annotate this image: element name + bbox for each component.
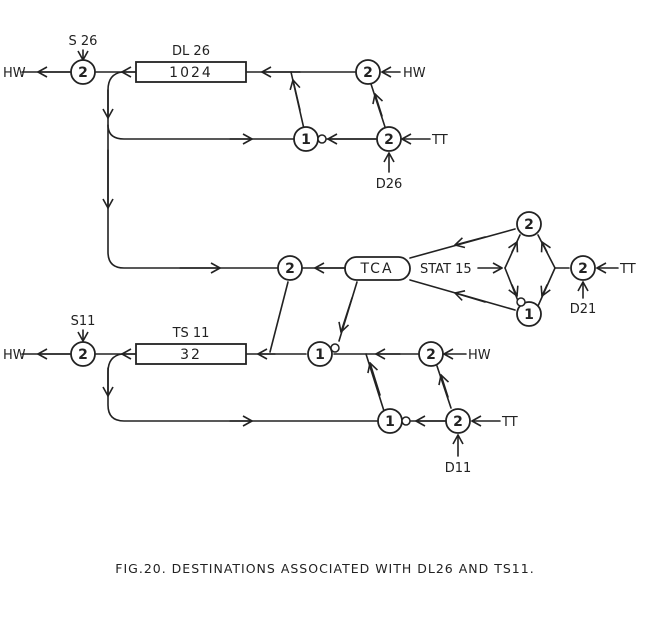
- node-dl-gate: 1: [293, 126, 327, 152]
- svg-text:2: 2: [524, 217, 534, 233]
- svg-text:1: 1: [301, 132, 311, 148]
- arrow-diamond-tl: [508, 241, 519, 253]
- ts11-store-value: 32: [180, 347, 202, 363]
- inverter-icon: [401, 416, 411, 426]
- svg-text:2: 2: [363, 65, 373, 81]
- label-hw-dl-left: HW: [3, 66, 26, 81]
- dl26-store-value: 1024: [169, 65, 213, 81]
- node-dl-hw: 2: [355, 59, 381, 85]
- label-s26: S 26: [69, 34, 98, 49]
- label-d11: D11: [445, 461, 472, 476]
- svg-text:2: 2: [285, 261, 295, 277]
- tca-section: [269, 228, 619, 353]
- label-hw-ts-right: HW: [468, 348, 491, 363]
- arrow-diamond-br: [540, 284, 551, 297]
- dl26-section: [21, 49, 431, 274]
- arrow-ts-gate-up: [367, 362, 381, 396]
- arrow-diamond-bl: [508, 284, 519, 297]
- label-hw-ts-left: HW: [3, 348, 26, 363]
- ts11-section: [21, 329, 501, 457]
- arrow-diamond-tr: [540, 241, 551, 253]
- node-ts-gate: 1: [377, 408, 411, 434]
- node-ts-tt: 2: [445, 408, 471, 434]
- label-d26: D26: [376, 177, 403, 192]
- node-stat-top: 2: [516, 211, 542, 237]
- svg-text:1: 1: [524, 307, 534, 323]
- arrow-tca-gate-down: [338, 297, 353, 333]
- dl26-store-title: DL 26: [172, 44, 210, 59]
- svg-text:2: 2: [78, 65, 88, 81]
- label-hw-dl-right: HW: [403, 66, 426, 81]
- edge-tca-node-down: [269, 281, 289, 353]
- svg-text:2: 2: [78, 347, 88, 363]
- node-dl-tt: 2: [376, 126, 402, 152]
- node-stat-gate: 1: [516, 297, 542, 327]
- edge-ts-loop: [107, 353, 381, 422]
- node-tca-out: 2: [277, 255, 303, 281]
- node-ts-out: 2: [70, 341, 96, 367]
- arrow-stat-top-tca: [454, 236, 486, 249]
- node-ts-hw: 2: [418, 341, 444, 367]
- figure-caption: FIG.20. DESTINATIONS ASSOCIATED WITH DL2…: [115, 561, 534, 576]
- arrow-dl-gate-up: [289, 79, 301, 111]
- svg-text:2: 2: [426, 347, 436, 363]
- ts11-store-box: [135, 343, 247, 365]
- svg-text:2: 2: [453, 414, 463, 430]
- label-tt-stat: TT: [619, 262, 636, 277]
- arrow-stat-gate-tca: [454, 290, 486, 303]
- label-tt-ts: TT: [501, 415, 518, 430]
- dl26-store-box: [135, 61, 247, 83]
- inverter-icon: [317, 134, 327, 144]
- label-stat15: STAT 15: [420, 262, 472, 277]
- label-d21: D21: [570, 302, 597, 317]
- label-tt-dl: TT: [431, 133, 448, 148]
- svg-text:1: 1: [385, 414, 395, 430]
- arrow-ts-tt-hw: [438, 374, 450, 398]
- node-stat-tt: 2: [570, 255, 596, 281]
- tca-box: [344, 256, 411, 281]
- edge-dl-gate-return: [107, 124, 301, 140]
- svg-text:2: 2: [384, 132, 394, 148]
- label-s11: S11: [71, 314, 96, 329]
- node-ts-gate-top: 1: [307, 341, 340, 367]
- svg-text:2: 2: [578, 261, 588, 277]
- edge-ts-gate-up: [365, 353, 385, 412]
- arrow-dl-tt-hw: [372, 93, 384, 117]
- svg-text:1: 1: [315, 347, 325, 363]
- node-dl-out: 2: [70, 59, 96, 85]
- ts11-store-title: TS 11: [172, 326, 210, 341]
- inverter-icon: [516, 297, 526, 307]
- inverter-icon: [330, 343, 340, 353]
- edge-dl-loop-down: [107, 71, 283, 269]
- tca-label: TCA: [359, 261, 393, 277]
